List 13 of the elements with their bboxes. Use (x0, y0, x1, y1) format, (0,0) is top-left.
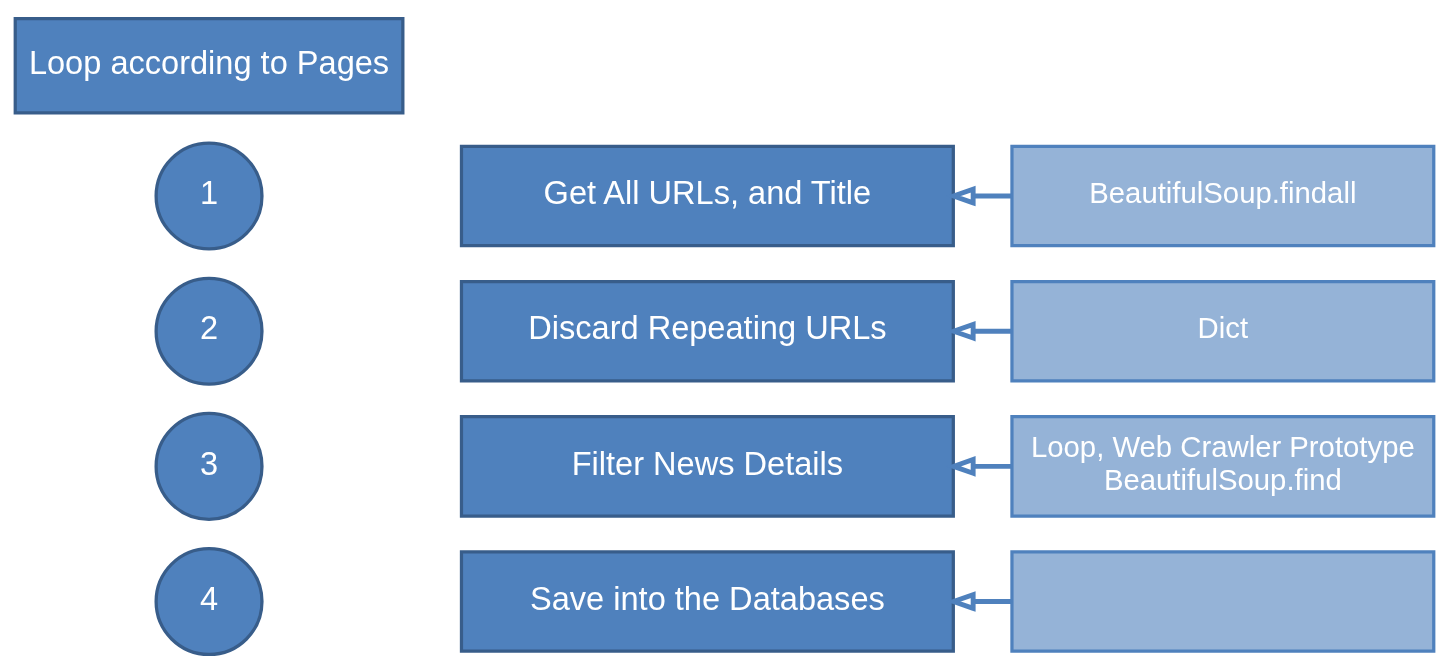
node-box: BeautifulSoup.findall (1010, 144, 1436, 247)
node-box: Dict (1010, 279, 1436, 382)
node-circle: 4 (154, 546, 264, 656)
node-box: Filter News Details (459, 414, 955, 518)
node-circle: 2 (154, 276, 264, 386)
node-box: Discard Repeating URLs (459, 279, 955, 382)
node-circle: 1 (154, 140, 264, 251)
node-box: Get All URLs, and Title (459, 144, 955, 247)
node-circle: 3 (154, 411, 264, 521)
node-box (1010, 549, 1436, 653)
node-box: Loop, Web Crawler Prototype BeautifulSoup.find (1010, 414, 1436, 518)
node-box: Save into the Databases (459, 549, 955, 653)
node-box: Loop according to Pages (13, 16, 405, 115)
